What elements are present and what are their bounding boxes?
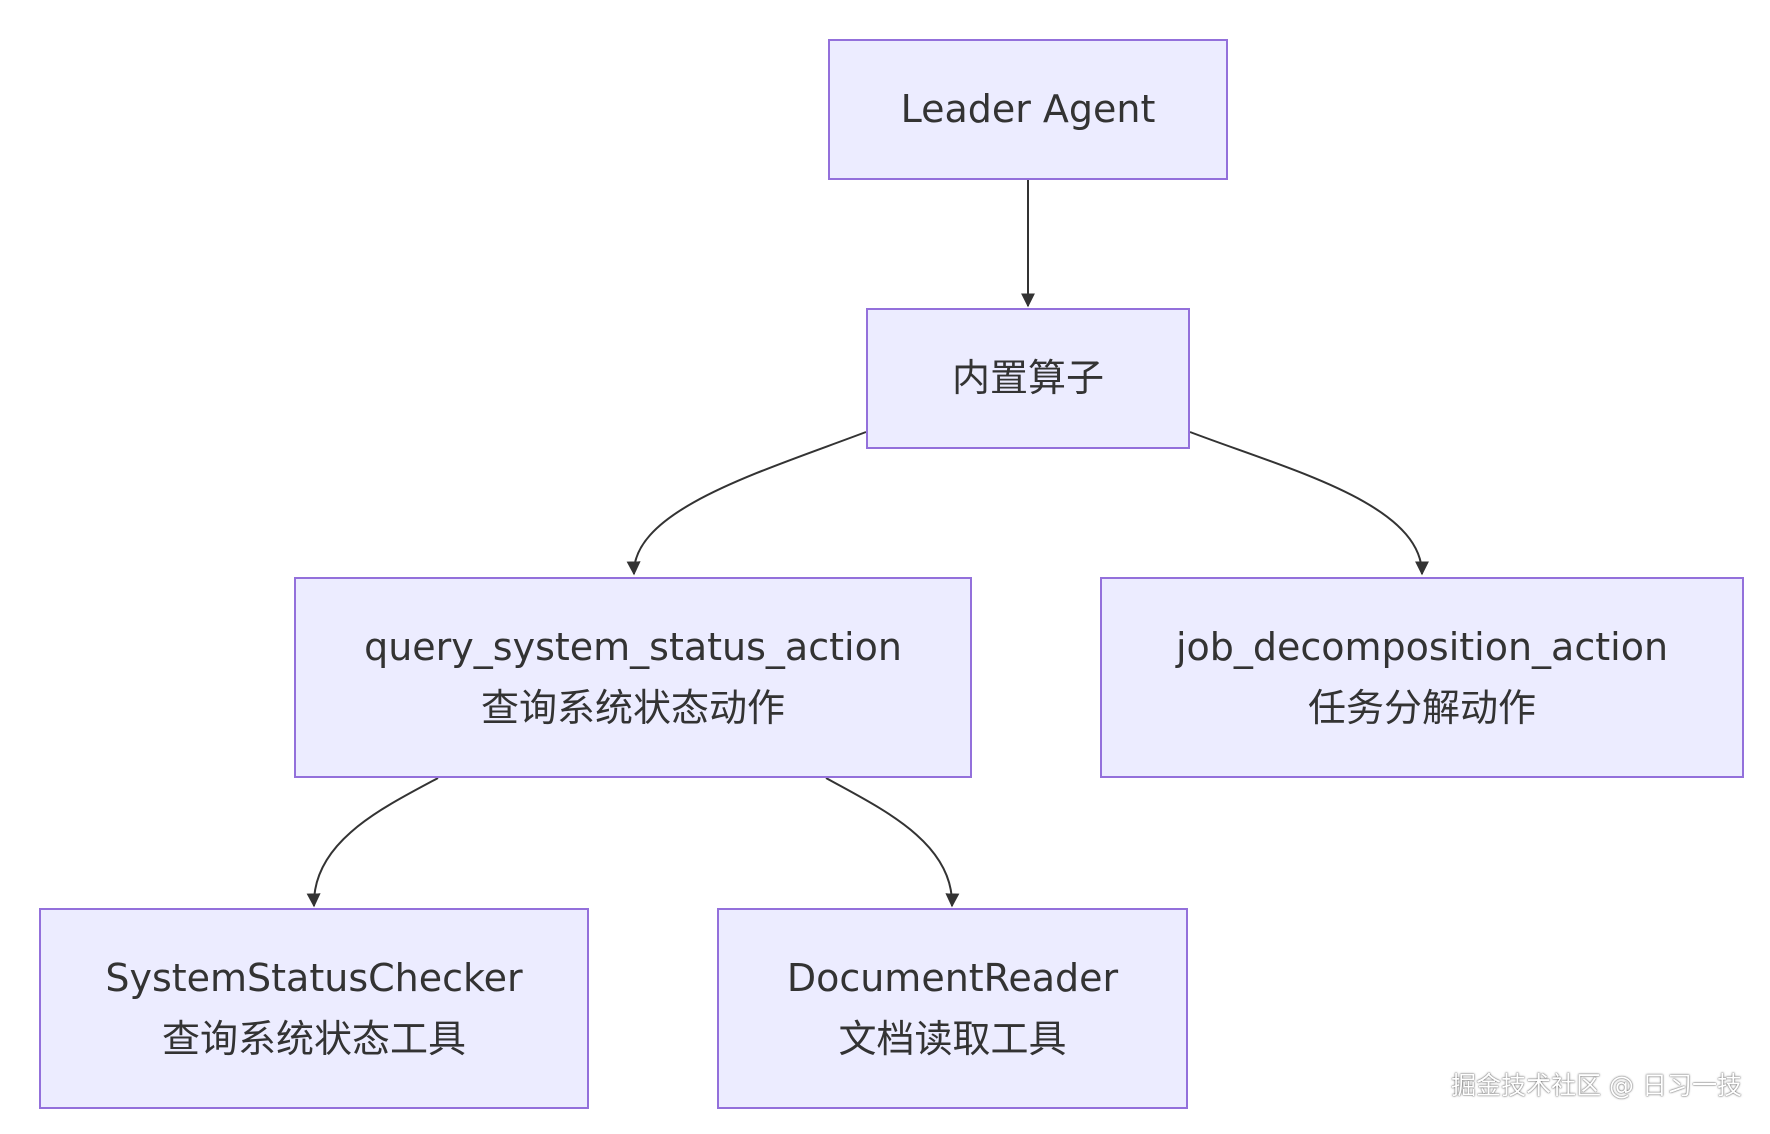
- node-status-checker-sublabel: 查询系统状态工具: [161, 1016, 466, 1061]
- node-doc-reader-label: DocumentReader: [786, 955, 1119, 1000]
- node-status-checker-label: SystemStatusChecker: [105, 955, 523, 1000]
- edge-operator-to-job-action: [1189, 431, 1429, 576]
- edge-operator-to-query-action: [626, 431, 867, 576]
- node-query-action-label: query_system_status_action: [364, 624, 902, 669]
- edge-query-action-to-status-checker: [306, 777, 439, 908]
- node-system-status-checker: SystemStatusChecker 查询系统状态工具: [39, 908, 589, 1109]
- node-leader-agent: Leader Agent: [828, 39, 1228, 180]
- node-job-decomposition-action: job_decomposition_action 任务分解动作: [1100, 577, 1744, 778]
- node-job-action-sublabel: 任务分解动作: [1307, 685, 1536, 730]
- watermark: 掘金技术社区 @ 日习一技: [1451, 1071, 1742, 1100]
- node-job-action-label: job_decomposition_action: [1175, 624, 1669, 669]
- node-query-action-sublabel: 查询系统状态动作: [480, 685, 785, 730]
- node-query-system-status-action: query_system_status_action 查询系统状态动作: [294, 577, 972, 778]
- node-builtin-operator-label: 内置算子: [951, 356, 1104, 400]
- edge-query-action-to-doc-reader: [825, 777, 960, 908]
- node-document-reader: DocumentReader 文档读取工具: [717, 908, 1188, 1109]
- node-leader-agent-label: Leader Agent: [900, 87, 1156, 131]
- node-builtin-operator: 内置算子: [866, 308, 1190, 449]
- node-doc-reader-sublabel: 文档读取工具: [838, 1016, 1067, 1061]
